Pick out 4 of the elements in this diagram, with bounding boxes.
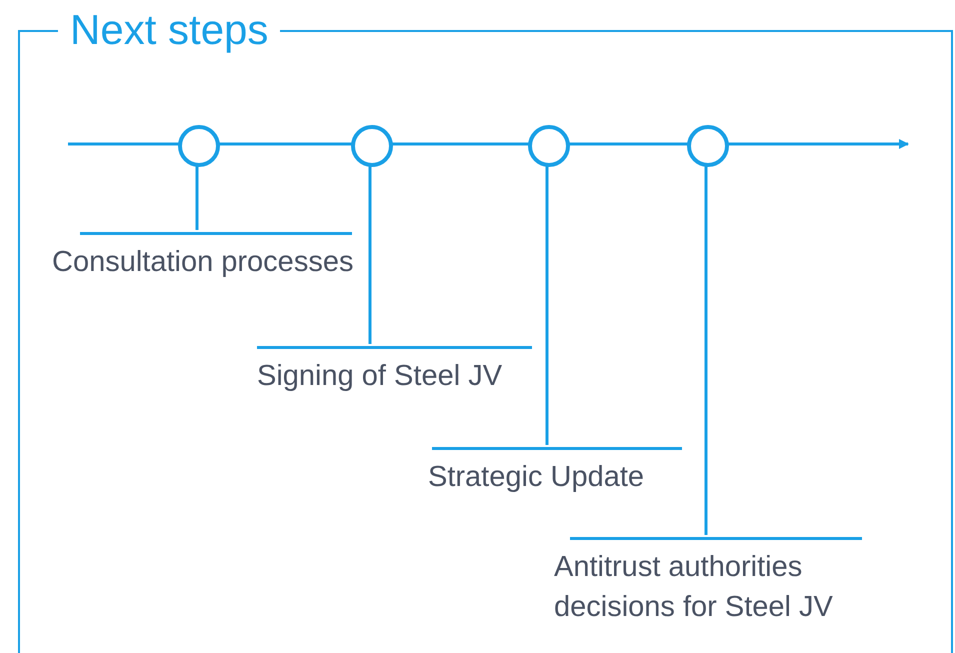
connector-line bbox=[546, 165, 548, 445]
connector-line bbox=[704, 165, 708, 535]
connector-line bbox=[368, 165, 372, 344]
connector-line bbox=[196, 165, 198, 230]
